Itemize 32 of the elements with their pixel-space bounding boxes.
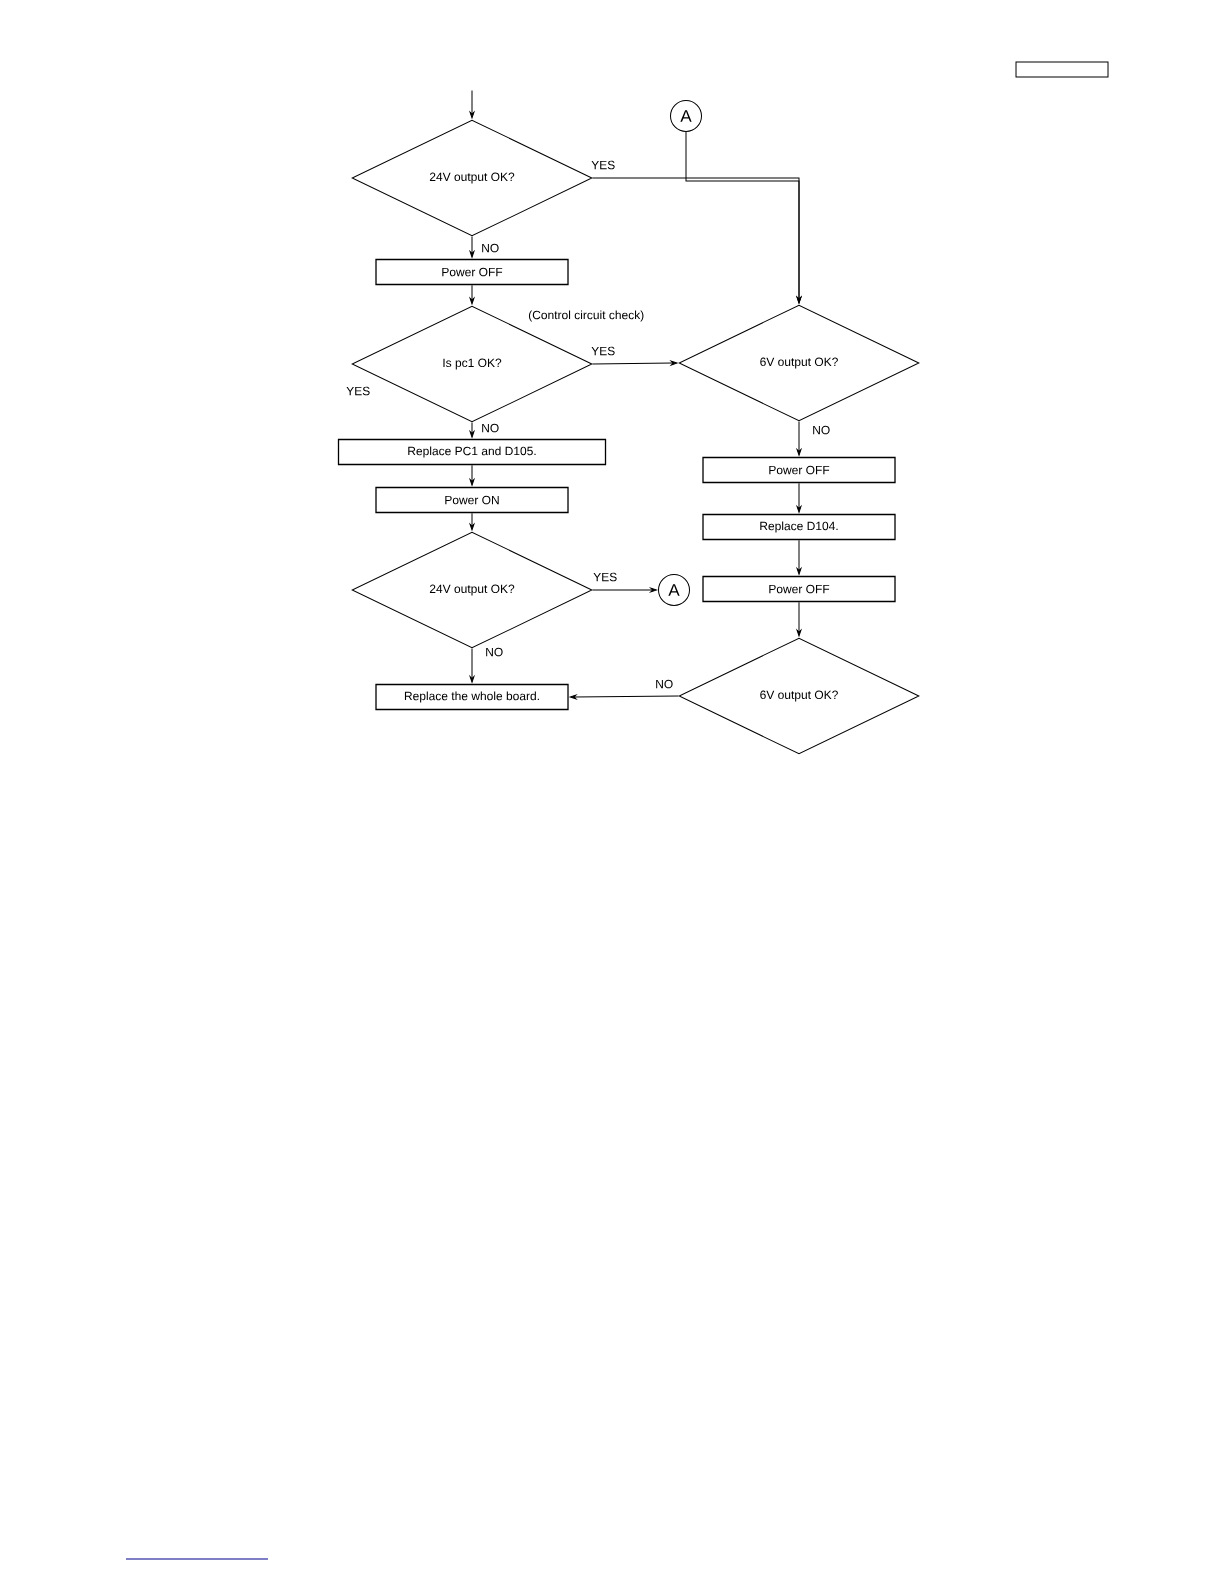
edge-label: NO	[480, 242, 501, 254]
process-box: Replace D104.	[702, 513, 896, 541]
process-box: Replace the whole board.	[375, 683, 569, 711]
edge-label: YES	[592, 571, 619, 583]
note-text: (Control circuit check)	[528, 310, 644, 322]
arrow	[685, 131, 802, 304]
edge-label: NO	[484, 646, 505, 658]
arrow	[796, 601, 802, 637]
arrow	[469, 464, 475, 486]
process-box: Power OFF	[702, 456, 896, 484]
edge-label: YES	[590, 159, 617, 171]
process-box: Power ON	[375, 486, 569, 514]
arrow	[469, 236, 475, 258]
process-box: Power OFF	[702, 575, 896, 603]
edge-label: YES	[590, 345, 617, 357]
process-box: Power OFF	[375, 258, 569, 286]
arrow	[592, 587, 657, 593]
process-box: Replace PC1 and D105.	[337, 438, 607, 466]
arrow	[796, 421, 802, 456]
edge-label: NO	[654, 678, 675, 690]
arrow	[469, 648, 475, 683]
arrow	[569, 694, 679, 700]
arrow	[469, 512, 475, 531]
edge-label: NO	[480, 422, 501, 434]
arrow	[592, 360, 678, 366]
arrow	[796, 539, 802, 575]
arrow	[469, 284, 475, 305]
arrow	[469, 90, 475, 119]
branch-label: YES	[346, 386, 370, 396]
arrow	[469, 422, 475, 438]
arrow	[796, 482, 802, 513]
edge-label: NO	[811, 424, 832, 436]
